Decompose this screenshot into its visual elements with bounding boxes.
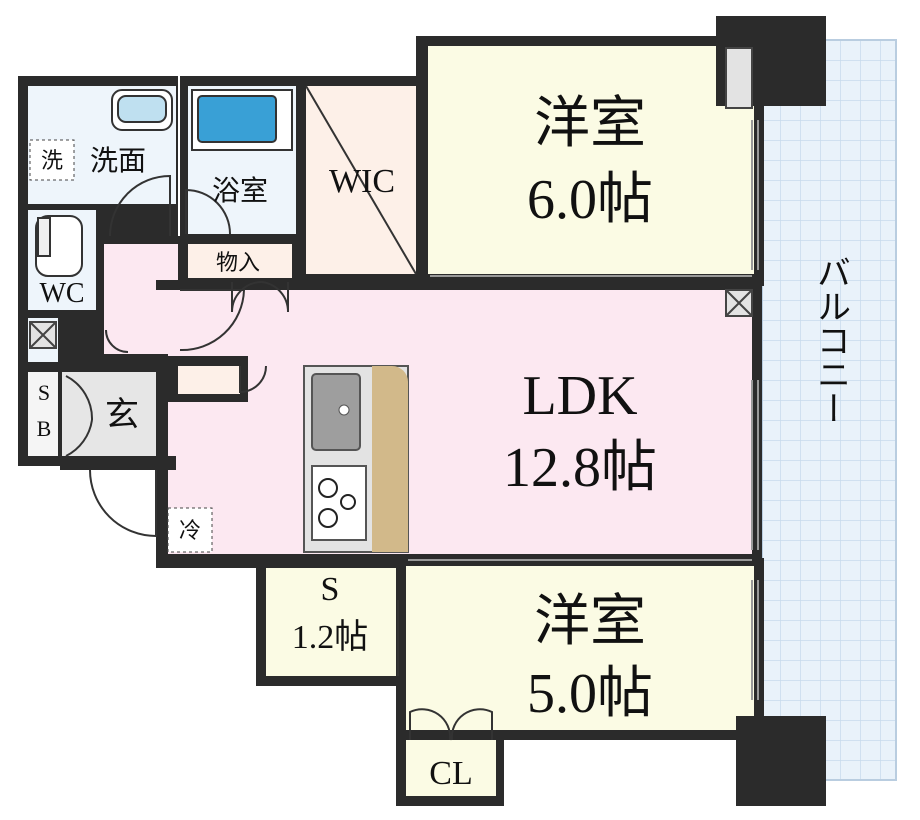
storage-s-size: 1.2帖 bbox=[292, 618, 369, 656]
balcony-label: バルコニー bbox=[812, 255, 849, 425]
bathroom-label: 浴室 bbox=[212, 175, 268, 207]
balcony-text: バルコニー bbox=[812, 255, 849, 425]
storage-s-name: S bbox=[321, 571, 340, 608]
fridge-marker: 冷 bbox=[179, 518, 201, 543]
storeroom-label: 物入 bbox=[216, 250, 260, 275]
balcony bbox=[761, 39, 897, 781]
closet-label: CL bbox=[429, 755, 472, 792]
washroom-label: 洗面 bbox=[90, 145, 146, 177]
entrance-label: 玄 bbox=[105, 396, 139, 434]
western-room-1-name: 洋室 bbox=[534, 93, 646, 155]
washer-marker: 洗 bbox=[41, 148, 63, 173]
western-room-2-name: 洋室 bbox=[534, 591, 646, 653]
kitchen-counter bbox=[303, 365, 409, 553]
toilet-label: WC bbox=[39, 278, 84, 309]
ldk-size: 12.8帖 bbox=[503, 437, 657, 499]
wic-label: WIC bbox=[329, 163, 395, 200]
pipe-shafts bbox=[29, 47, 753, 349]
fixtures bbox=[35, 85, 759, 741]
western-room-1-size: 6.0帖 bbox=[527, 169, 653, 231]
shoe-box-label-2: B bbox=[37, 416, 52, 441]
markers: 洗 冷 bbox=[29, 139, 213, 553]
floor-areas bbox=[18, 16, 826, 806]
room-labels: 洋室 6.0帖 LDK 12.8帖 洋室 5.0帖 S 1.2帖 WIC 洗面 … bbox=[37, 93, 657, 792]
shoe-box-label-1: S bbox=[38, 380, 50, 405]
ldk-name: LDK bbox=[522, 365, 637, 427]
western-room-2-size: 5.0帖 bbox=[527, 663, 653, 725]
